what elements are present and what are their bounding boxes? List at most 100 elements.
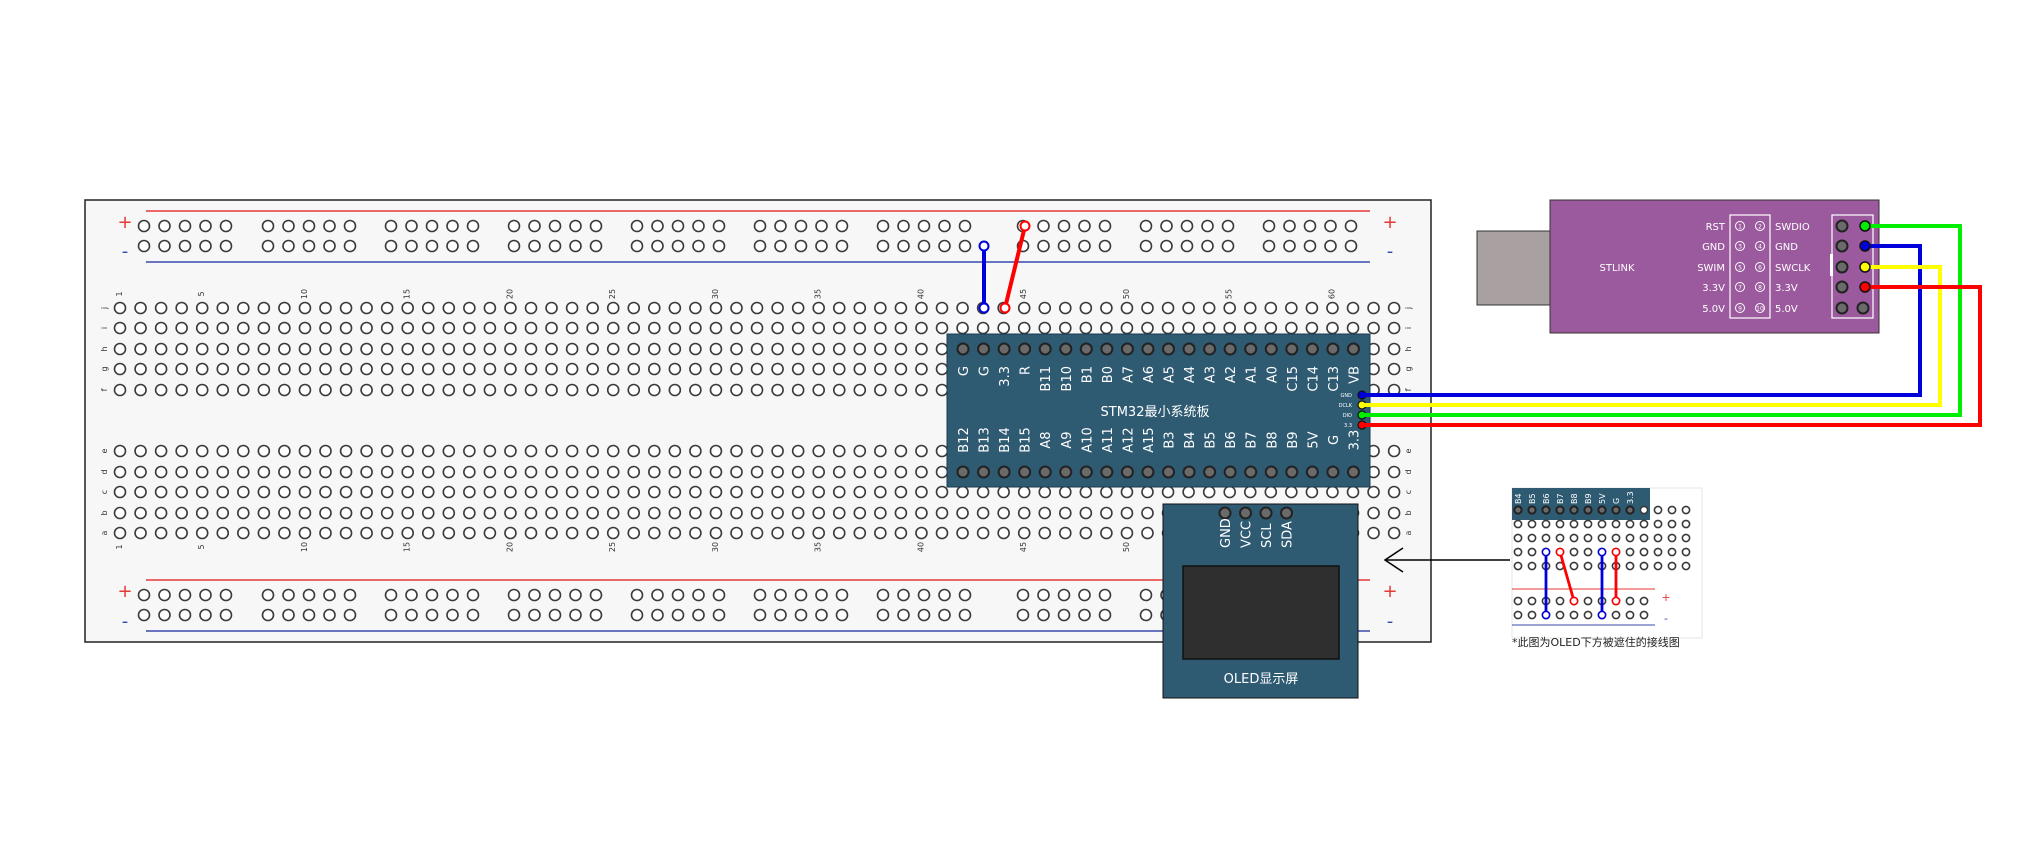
breadboard-hole xyxy=(257,465,271,479)
inset-hole xyxy=(1541,519,1551,529)
rail-hole xyxy=(384,219,398,233)
stm32-top-pin xyxy=(1264,342,1278,356)
breadboard-hole xyxy=(791,383,805,397)
breadboard-hole xyxy=(1038,485,1052,499)
rail-hole xyxy=(876,588,890,602)
inset-hole xyxy=(1625,519,1635,529)
breadboard-hole xyxy=(730,383,743,397)
inset-pin-label: B5 xyxy=(1528,493,1537,504)
breadboard-hole xyxy=(421,321,435,335)
breadboard-hole xyxy=(298,383,312,397)
breadboard-hole xyxy=(545,485,558,499)
breadboard-hole xyxy=(421,342,435,356)
inset-hole xyxy=(1583,519,1593,529)
breadboard-hole xyxy=(257,506,271,520)
inset-rail-hole xyxy=(1639,610,1649,620)
breadboard-hole xyxy=(545,444,558,458)
breadboard-hole xyxy=(524,383,538,397)
rail-hole xyxy=(1078,239,1091,253)
stm32-top-pin-label: 3.3 xyxy=(998,366,1013,387)
breadboard-hole xyxy=(976,506,990,520)
inset-wire-end xyxy=(1541,547,1551,557)
breadboard-hole xyxy=(134,506,147,520)
stm32-bottom-pin-label: 5V xyxy=(1306,431,1321,448)
rail-hole xyxy=(1078,588,1091,602)
stm32-bottom-pin-label: B9 xyxy=(1286,431,1301,448)
stm32-top-pin-label: B10 xyxy=(1060,366,1075,391)
inset-hole xyxy=(1513,547,1523,557)
breadboard-hole xyxy=(175,301,188,315)
breadboard-hole xyxy=(278,362,291,376)
breadboard-hole xyxy=(606,506,620,520)
breadboard-hole xyxy=(730,465,743,479)
breadboard-hole xyxy=(360,465,373,479)
red-3v3-wire xyxy=(1362,285,1982,427)
rail-hole xyxy=(712,239,726,253)
breadboard-hole xyxy=(1387,465,1401,479)
rail-hole xyxy=(323,608,336,622)
breadboard-hole xyxy=(483,526,497,540)
column-number: 40 xyxy=(916,289,925,299)
breadboard-hole xyxy=(154,444,168,458)
row-letter: j xyxy=(1404,307,1413,310)
breadboard-hole xyxy=(195,526,209,540)
breadboard-hole xyxy=(689,465,702,479)
breadboard-labels: 1155101015152020252530303535404045455050… xyxy=(100,289,1413,552)
column-number: 25 xyxy=(608,542,617,552)
rail-hole xyxy=(323,219,336,233)
bottom-right-minus-label: - xyxy=(1387,611,1394,632)
stm32-bottom-pin-label: B14 xyxy=(998,427,1013,452)
inset-stm32-pin xyxy=(1625,505,1635,515)
breadboard-hole xyxy=(1161,485,1175,499)
breadboard-hole xyxy=(894,506,908,520)
rail-hole xyxy=(1098,239,1112,253)
stlink-pin-number: 7 xyxy=(1738,285,1742,292)
breadboard-hole xyxy=(380,383,394,397)
breadboard-hole xyxy=(689,301,702,315)
stlink-label-pin xyxy=(1755,221,1765,231)
breadboard-hole xyxy=(874,526,887,540)
rail-hole xyxy=(958,239,972,253)
breadboard-hole xyxy=(1367,321,1380,335)
breadboard-hole xyxy=(1120,485,1134,499)
row-letter: e xyxy=(100,448,109,453)
row-letter: h xyxy=(100,346,109,351)
stm32-top-pin-label: A0 xyxy=(1265,366,1280,383)
inset-pin-label: G xyxy=(1612,498,1621,504)
breadboard-hole xyxy=(298,526,312,540)
breadboard-hole xyxy=(565,321,579,335)
breadboard-hole xyxy=(791,362,805,376)
inset-rail-hole xyxy=(1513,596,1523,606)
breadboard-hole xyxy=(812,485,826,499)
breadboard-hole xyxy=(1182,485,1195,499)
rail-hole xyxy=(507,608,521,622)
stm32-bottom-pin-label: A15 xyxy=(1142,427,1157,452)
breadboard-hole xyxy=(832,301,846,315)
stlink-pin-number: 9 xyxy=(1738,306,1742,313)
breadboard-hole xyxy=(319,465,332,479)
rail-hole xyxy=(1344,239,1358,253)
breadboard-hole xyxy=(319,485,332,499)
breadboard-hole xyxy=(565,383,579,397)
inset-stm32-pin xyxy=(1555,505,1565,515)
breadboard-hole xyxy=(134,526,147,540)
breadboard-hole xyxy=(853,383,867,397)
rail-hole xyxy=(548,219,562,233)
rail-hole xyxy=(917,588,931,602)
rail-hole xyxy=(1180,239,1194,253)
rail-hole xyxy=(446,239,459,253)
breadboard-hole xyxy=(298,321,312,335)
breadboard-hole xyxy=(1141,485,1154,499)
breadboard-hole xyxy=(1120,506,1134,520)
column-number: 50 xyxy=(1122,542,1131,552)
breadboard-hole xyxy=(853,342,867,356)
column-number: 5 xyxy=(197,544,206,549)
arrow-head xyxy=(1383,547,1404,573)
breadboard-hole xyxy=(257,301,271,315)
breadboard-hole xyxy=(401,362,415,376)
rail-hole xyxy=(1098,219,1112,233)
breadboard-hole xyxy=(1305,301,1319,315)
breadboard-hole xyxy=(915,485,928,499)
breadboard-hole xyxy=(134,383,147,397)
